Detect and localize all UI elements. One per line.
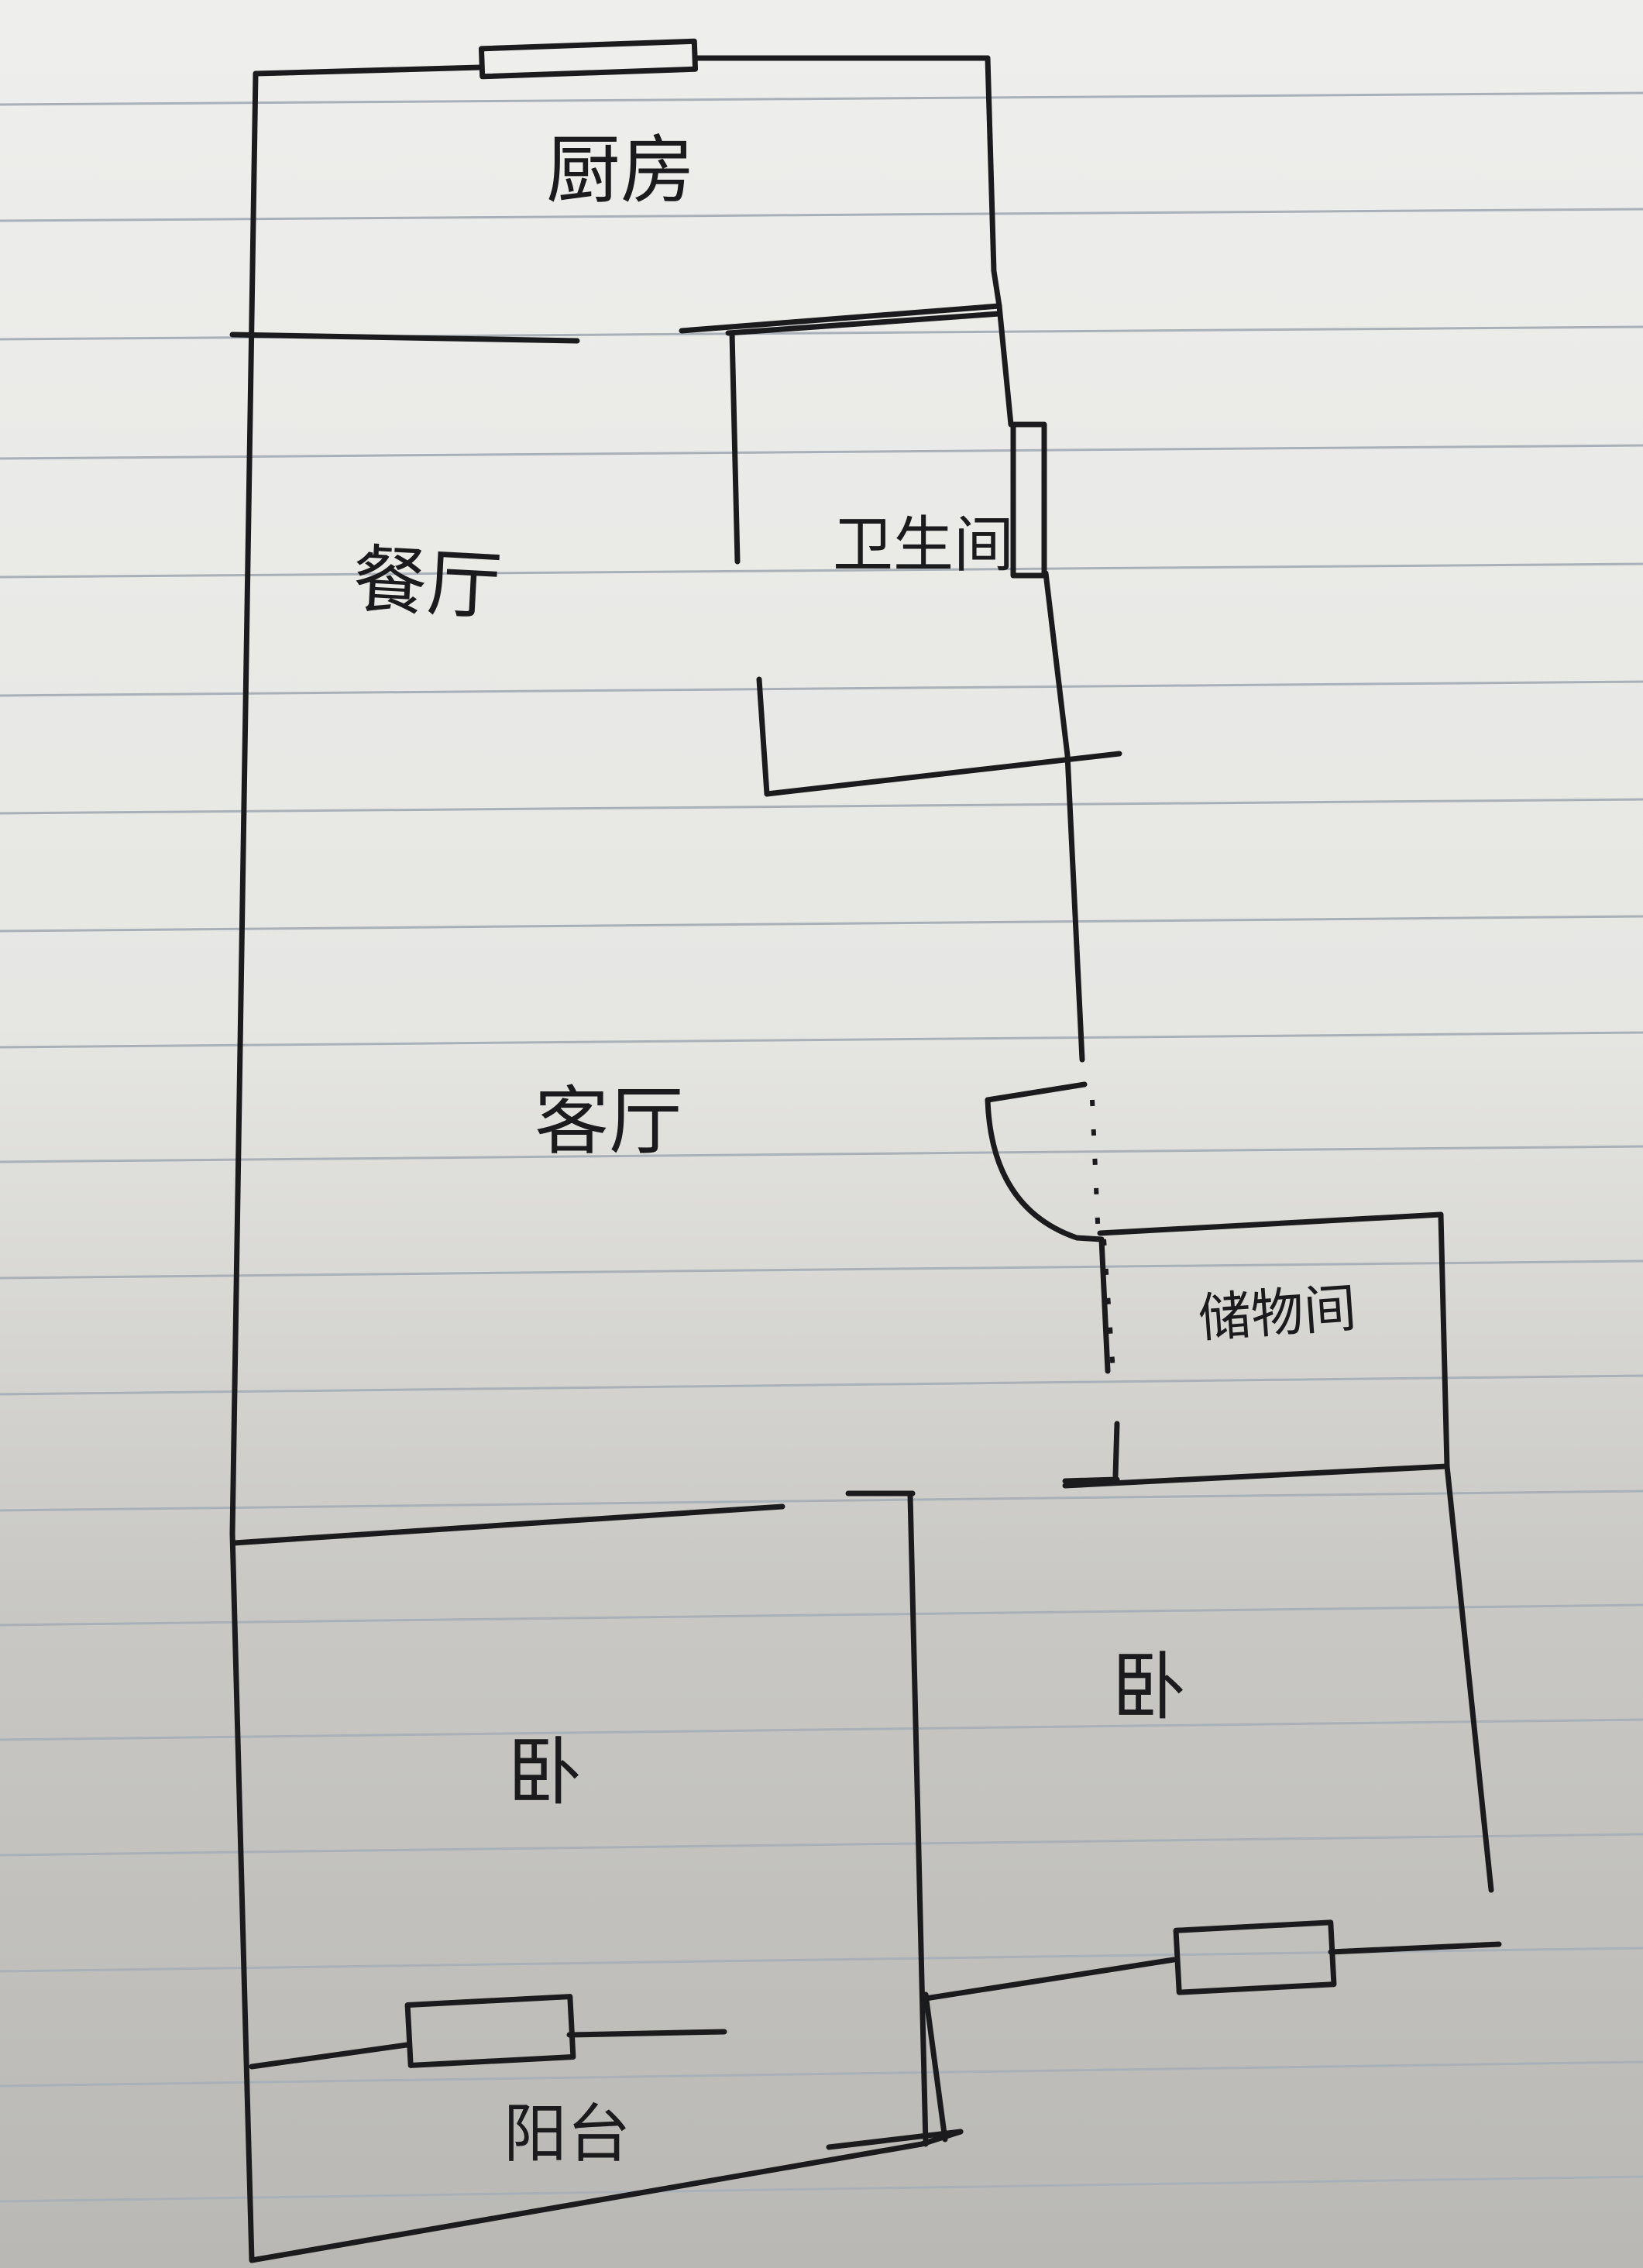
wall-middle-bottom-stub	[826, 2129, 964, 2150]
window-bedroom-left	[404, 1994, 576, 2068]
room-label-balcony: 阳台	[504, 2098, 631, 2171]
door-swing-arc	[985, 1097, 1105, 1242]
wall-bedroom-left-bottom-a	[249, 2042, 410, 2070]
wall-storage-top	[1097, 1211, 1444, 1236]
window-kitchen	[478, 38, 699, 80]
window-bathroom	[1010, 421, 1047, 579]
wall-balcony-right	[923, 1991, 948, 2143]
wall-bedroom-right-bottom	[923, 1957, 1177, 2002]
wall-top-left	[253, 64, 483, 77]
wall-kitchen-bottom-left	[229, 332, 580, 344]
wall-outer-left	[229, 70, 259, 2263]
room-label-storage: 储物间	[1196, 1277, 1359, 1350]
wall-middle-vertical	[907, 1492, 929, 2147]
wall-storage-left	[1098, 1236, 1111, 1374]
room-label-living: 客厅	[534, 1078, 683, 1165]
wall-bedroom-top-right	[1062, 1463, 1450, 1489]
wall-bath-right-upper	[996, 303, 1014, 428]
wall-bath-left	[729, 330, 741, 565]
wall-kitchen-bottom-right	[679, 303, 1002, 334]
room-label-dining: 餐厅	[350, 536, 504, 631]
wall-bath-top	[725, 311, 1002, 336]
wall-living-right-top	[985, 1081, 1088, 1103]
wall-living-right	[1064, 752, 1085, 1063]
wall-bath-bottom-stub	[756, 676, 770, 797]
wall-storage-right	[1438, 1211, 1450, 1469]
notebook-ruled-lines	[0, 91, 1643, 2203]
wall-bedroom-right-bottom-2	[1328, 1941, 1502, 1955]
wall-bedroom-top-left	[231, 1503, 785, 1546]
wall-bath-bottom	[764, 751, 1122, 797]
room-label-bedroom-right: 卧	[1112, 1644, 1186, 1730]
room-label-kitchen: 厨房	[546, 127, 695, 214]
wall-kitchen-right	[985, 55, 1002, 309]
wall-bedroom-right-outer	[1444, 1463, 1494, 1893]
room-label-bathroom: 卫生间	[833, 510, 1015, 580]
window-bedroom-right	[1173, 1919, 1337, 1995]
door-openings	[1090, 1099, 1116, 1383]
room-label-bedroom-left: 卧	[507, 1729, 582, 1816]
wall-bedroom-left-bottom-b	[566, 2029, 727, 2038]
wall-bath-right-lower	[1043, 570, 1071, 758]
walls	[229, 38, 1502, 2263]
